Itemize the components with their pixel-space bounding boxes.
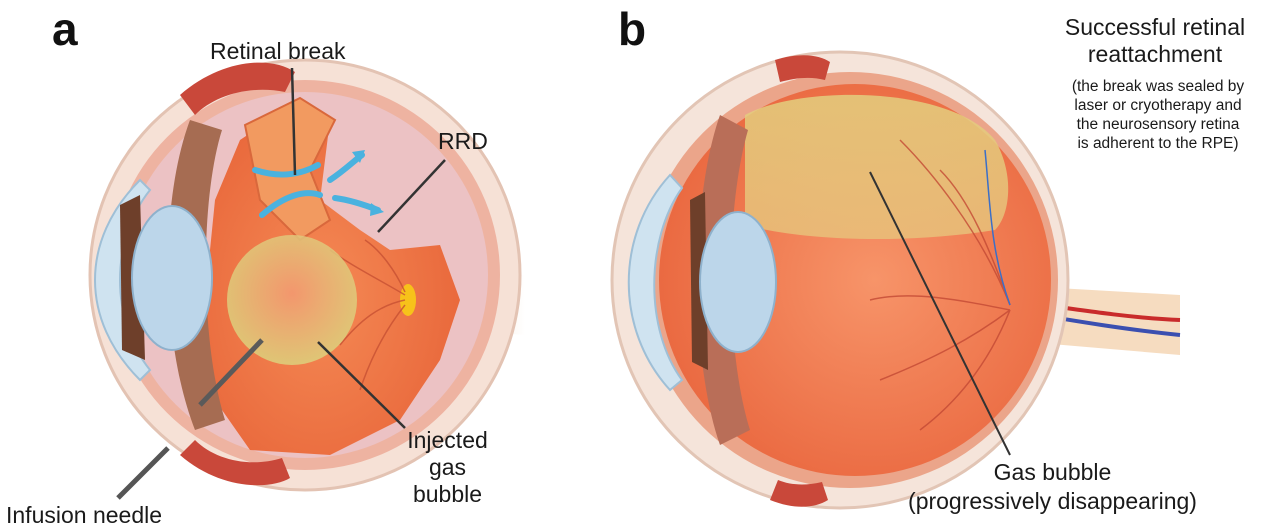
- label-retinal-break: Retinal break: [210, 38, 346, 65]
- label-note-line-1: (the break was sealed by: [1043, 77, 1273, 96]
- label-gas-bubble-b: Gas bubble (progressively disappearing): [880, 458, 1225, 516]
- label-success-line-1: Successful retinal: [1040, 14, 1270, 41]
- label-gas-bubble-line-2: (progressively disappearing): [880, 487, 1225, 516]
- panel-letter-b: b: [618, 2, 646, 56]
- leader-infusion-needle: [118, 448, 168, 498]
- label-note-line-4: is adherent to the RPE): [1043, 134, 1273, 153]
- label-injected-line-1: Injected: [395, 427, 500, 454]
- label-injected-line-3: bubble: [395, 481, 500, 508]
- label-successful-reattachment: Successful retinal reattachment: [1040, 14, 1270, 68]
- label-gas-bubble-line-1: Gas bubble: [880, 458, 1225, 487]
- panel-letter-a: a: [52, 2, 78, 56]
- label-rrd: RRD: [438, 128, 488, 155]
- label-success-line-2: reattachment: [1040, 41, 1270, 68]
- label-injected-line-2: gas: [395, 454, 500, 481]
- label-infusion-needle: Infusion needle: [6, 502, 162, 529]
- eye-a: [90, 60, 525, 490]
- muscle-top-b: [775, 55, 830, 82]
- injected-gas-bubble-a: [227, 235, 357, 365]
- lens-a: [132, 206, 212, 350]
- label-note: (the break was sealed by laser or cryoth…: [1043, 77, 1273, 153]
- lens-b: [700, 212, 776, 352]
- label-note-line-3: the neurosensory retina: [1043, 115, 1273, 134]
- label-note-line-2: laser or cryotherapy and: [1043, 96, 1273, 115]
- label-injected-gas-bubble: Injected gas bubble: [395, 427, 500, 508]
